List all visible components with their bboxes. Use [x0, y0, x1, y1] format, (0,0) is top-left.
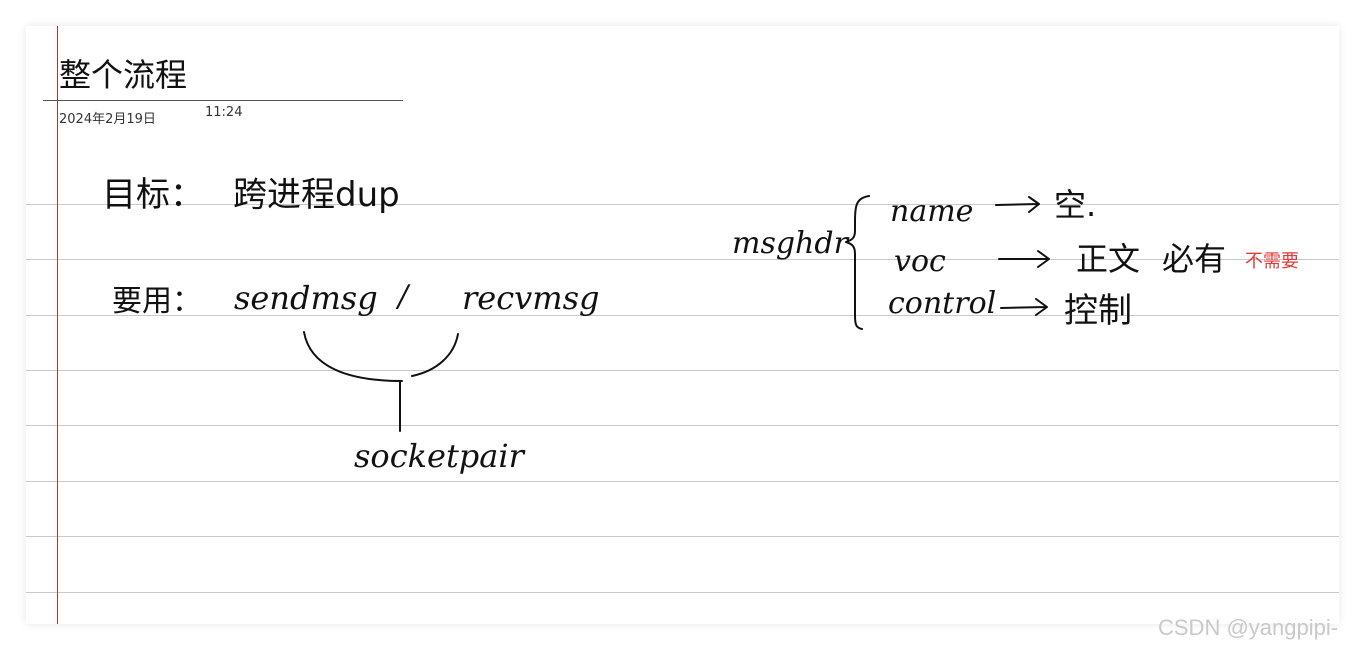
right-brace-stroke: [411, 333, 459, 377]
recvmsg-text: recvmsg: [462, 279, 599, 317]
goal-text: 跨进程dup: [233, 175, 400, 215]
note-time: 11:24: [205, 105, 243, 120]
field-name: name: [890, 194, 973, 229]
msghdr-text: msghdr: [732, 226, 850, 261]
sendmsg-text: sendmsg: [234, 279, 378, 317]
watermark: CSDN @yangpipi-: [1158, 615, 1339, 640]
ruled-line: [26, 481, 1339, 482]
slash-text: /: [395, 279, 411, 314]
goal-label: 目标：: [102, 175, 204, 215]
left-brace-stroke: [303, 331, 403, 382]
ruled-line: [26, 315, 1339, 316]
field-voc-desc: 正文: [1076, 240, 1140, 278]
control-arrow: [1000, 298, 1048, 316]
note-date: 2024年2月19日: [59, 112, 156, 127]
field-voc: voc: [894, 244, 946, 279]
field-name-desc: 空.: [1054, 186, 1096, 224]
ruled-line: [26, 259, 1339, 260]
note-page: 整个流程 2024年2月19日 11:24 目标： 跨进程dup 要用： sen…: [26, 26, 1339, 624]
socketpair-text: socketpair: [354, 437, 526, 475]
handwriting-canvas: 目标： 跨进程dup 要用： sendmsg / recvmsg socketp…: [102, 175, 1226, 475]
field-control: control: [888, 286, 996, 321]
red-annotation: 不需要: [1245, 251, 1299, 272]
msghdr-brace: [845, 195, 870, 330]
voc-arrow: [998, 250, 1050, 268]
name-arrow: [995, 196, 1040, 213]
use-label: 要用：: [112, 284, 202, 319]
page-title[interactable]: 整个流程: [59, 56, 188, 94]
ruled-line: [26, 204, 1339, 205]
field-control-desc: 控制: [1064, 291, 1132, 331]
title-underline: [43, 100, 403, 101]
field-voc-note: 必有: [1162, 240, 1226, 278]
ruled-line: [26, 536, 1339, 537]
margin-line: [57, 26, 58, 624]
ruled-line: [26, 592, 1339, 593]
ruled-line: [26, 425, 1339, 426]
ruled-line: [26, 370, 1339, 371]
